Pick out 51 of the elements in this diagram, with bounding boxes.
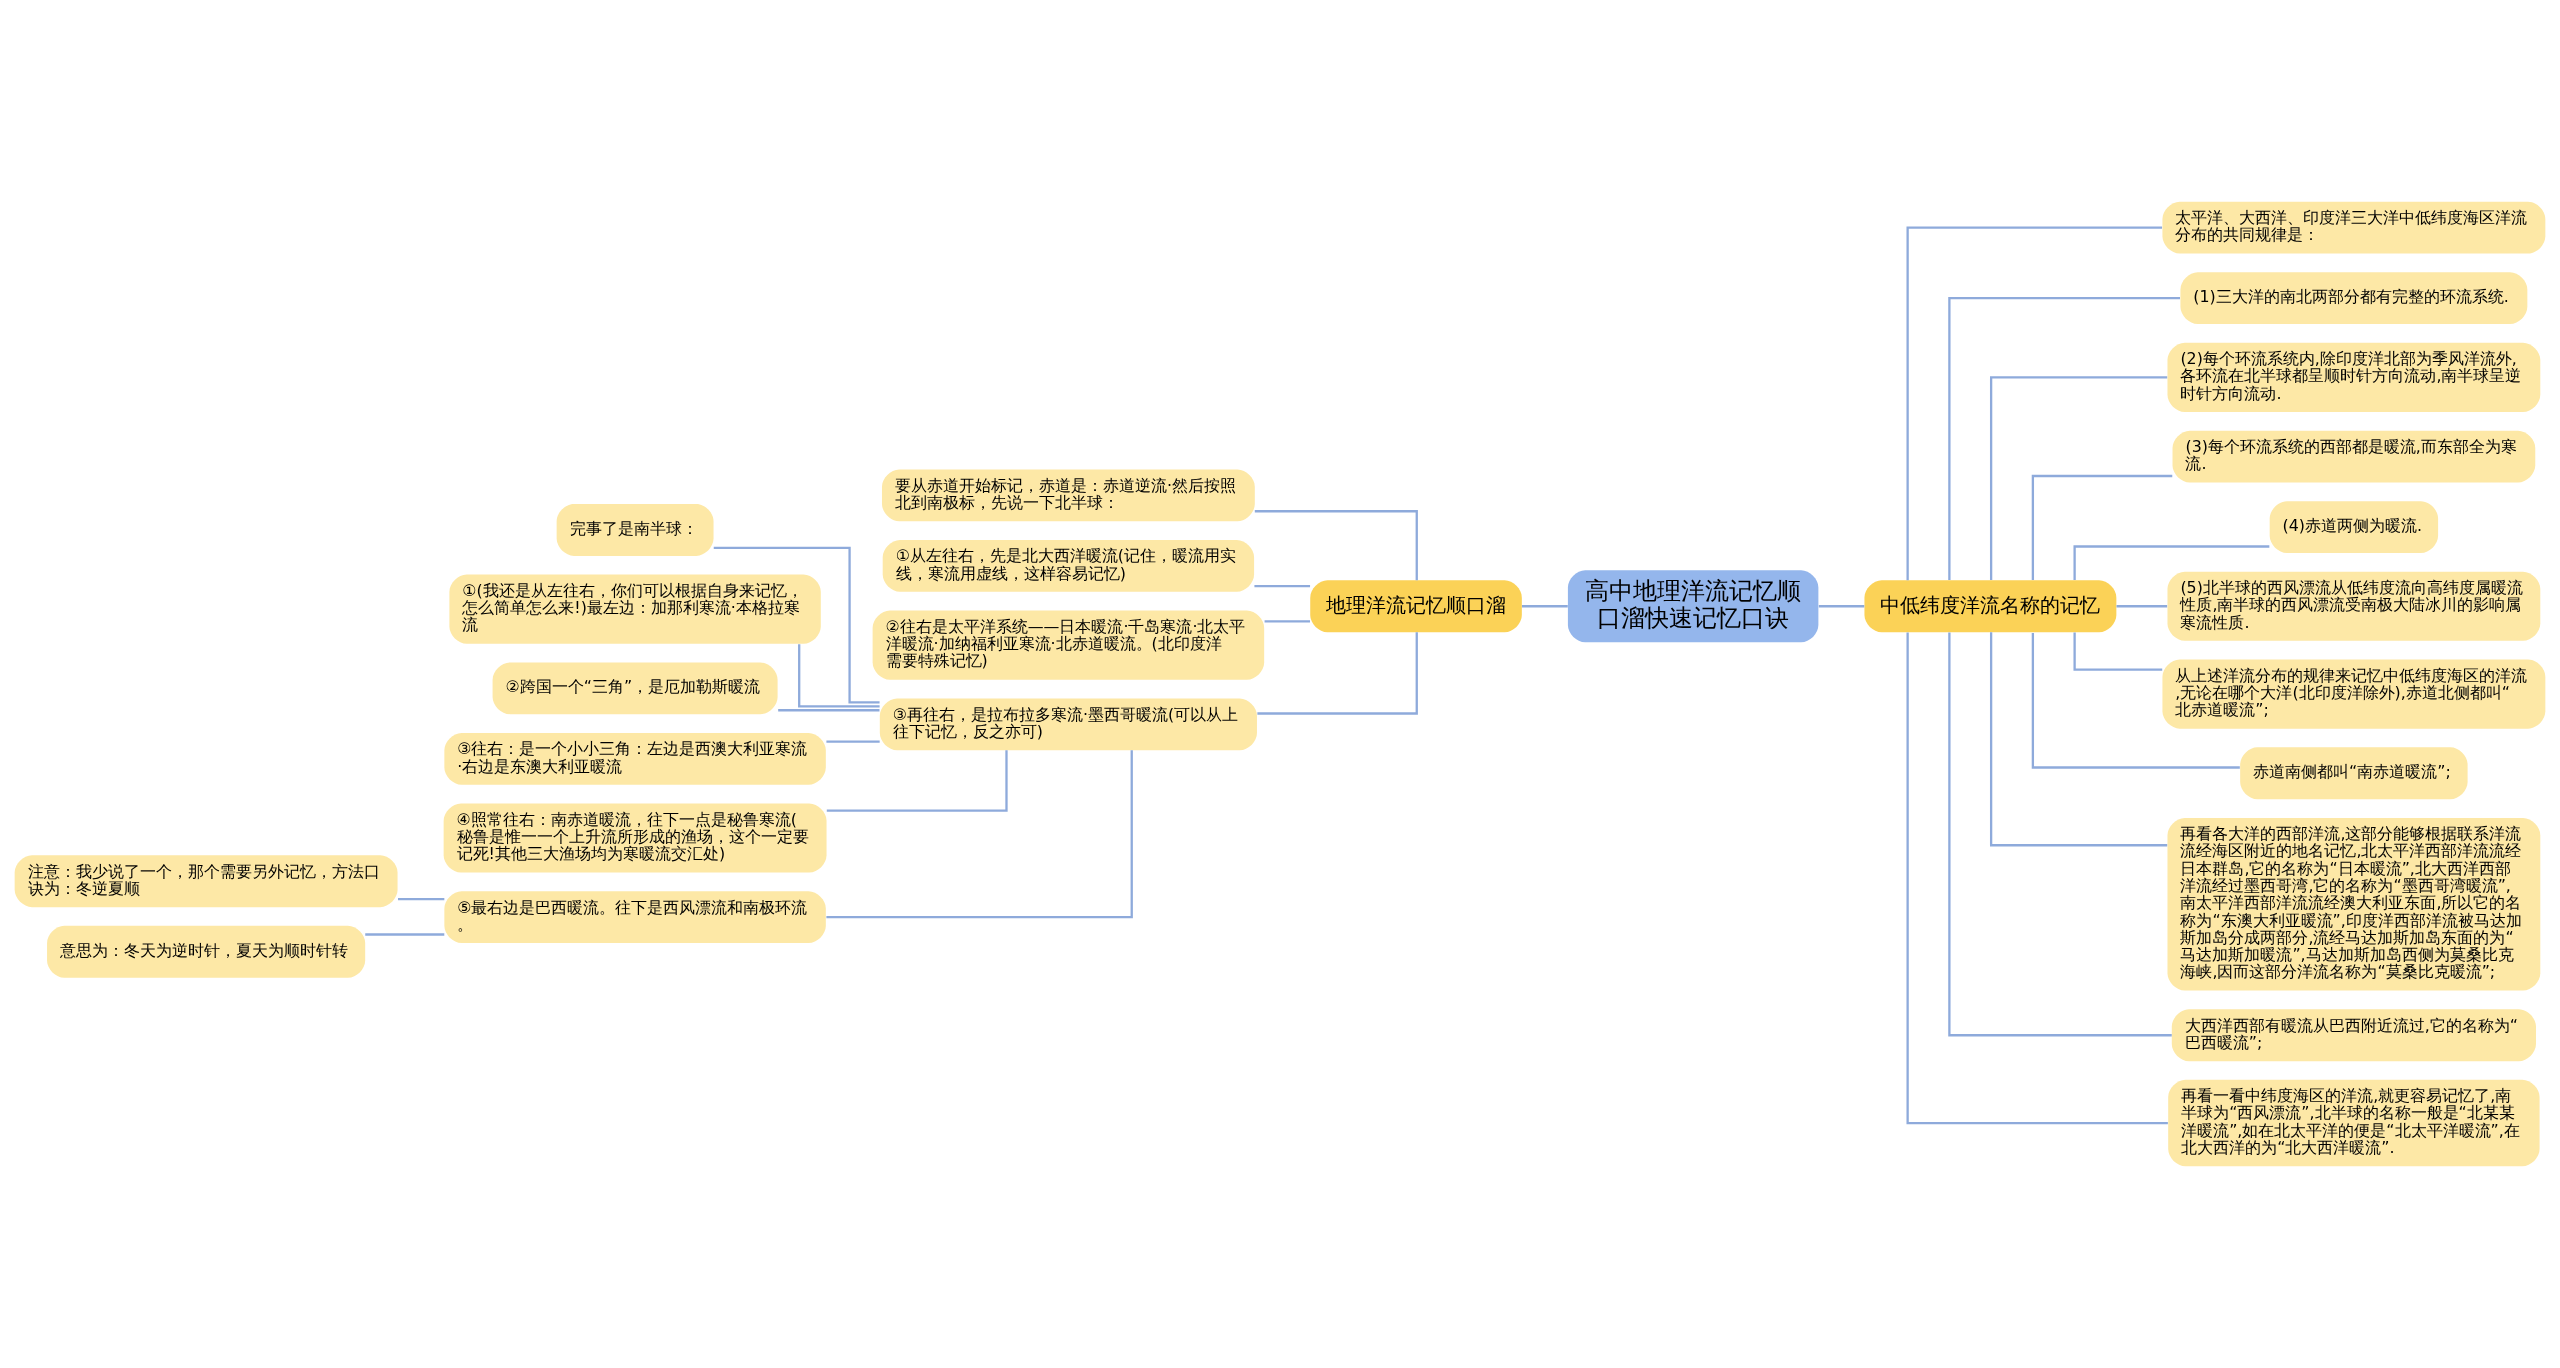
node-box: 意思为：冬天为逆时针，夏天为顺时针转 [47,925,366,978]
connector [365,933,445,936]
connector [826,750,1008,812]
node-box: 再看一看中纬度海区的洋流,就更容易记忆了,南半球为“西风漂流”,北半球的名称一般是“北某某洋暖流”,如在北太平洋的便是“北太平洋暖流”,在北大西洋的为“北大西洋暖流”. [2168,1079,2540,1167]
node-box: 太平洋、大西洋、印度洋三大洋中低纬度海区洋流分布的共同规律是： [2162,201,2546,254]
connector [1948,297,2180,580]
node-box: 中低纬度洋流名称的记忆 [1864,580,2117,633]
node-box: (5)北半球的西风漂流从低纬度流向高纬度属暖流性质,南半球的西风漂流受南极大陆冰川的影响属寒流性质. [2167,571,2541,641]
node-box: ③再往右，是拉布拉多寒流·墨西哥暖流(可以从上往下记忆，反之亦可) [879,698,1257,751]
node-box: 要从赤道开始标记，赤道是：赤道逆流·然后按照北到南极标，先说一下北半球： [881,469,1255,522]
connector [1257,632,1418,715]
node-box: ④照常往右：南赤道暖流，往下一点是秘鲁寒流(秘鲁是惟一一个上升流所形成的渔场，这个一定要记死!其他三大渔场均为寒暖流交汇处) [443,803,827,873]
node-box: ②往右是太平洋系统——日本暖流·千岛寒流·北太平洋暖流·加纳福利亚寒流·北赤道暖流。(北印度洋需要特殊记忆) [872,610,1265,680]
connector [2073,545,2270,580]
node-box: 赤道南侧都叫“南赤道暖流”; [2240,747,2468,800]
connector [1254,584,1311,588]
node-box: 高中地理洋流记忆顺口溜快速记忆口诀 [1567,570,1819,643]
connector [1254,510,1418,581]
node-box: ③往右：是一个小小三角：左边是西澳大利亚寒流·右边是东澳大利亚暖流 [444,732,826,785]
node-box: 注意：我少说了一个，那个需要另外记忆，方法口诀为：冬逆夏顺 [14,855,398,908]
node-box: ①从左往右，先是北大西洋暖流(记住，暖流用实线，寒流用虚线，这样容易记忆) [882,540,1255,592]
node-box: 地理洋流记忆顺口溜 [1310,580,1522,633]
connector [2073,632,2163,671]
connector [2116,605,2168,608]
node-box: ①(我还是从左往右，你们可以根据自身来记忆，怎么简单怎么来!)最左边：加那利寒流·本格拉寒流 [449,574,821,644]
node-box: (1)三大洋的南北两部分都有完整的环流系统. [2180,272,2528,325]
node-box: ⑤最右边是巴西暖流。往下是西风漂流和南极环流。 [444,891,826,944]
node-box: (4)赤道两侧为暖流. [2269,501,2439,553]
node-box: 从上述洋流分布的规律来记忆中低纬度海区的洋流,无论在哪个大洋(北印度洋除外),赤道北侧都叫“北赤道暖流”; [2162,659,2546,729]
connector [1990,376,2168,580]
connector [798,644,880,708]
node-box: 再看各大洋的西部洋流,这部分能够根据联系洋流流经海区附近的地名记忆,北太平洋西部洋流流经日本群岛,它的名称为“日本暖流”,北大西洋西部洋流经过墨西哥湾,它的名称为“墨西哥湾暖流”,南太平洋西部洋流流经澳大利亚东面,所以它的名称为“东澳大利亚暖流”,印度洋西部洋流被马达加斯加岛分成两部分,流经马达加斯加岛东面的为“马达加斯加暖流”,马达加斯加岛西侧为莫桑比克海峡,因而这部分洋流名称为“莫桑比克暖流”; [2167,817,2541,991]
node-box: ②跨国一个“三角”，是厄加勒斯暖流 [492,662,778,715]
connector [713,546,880,704]
connector [826,740,880,743]
connector [2031,632,2240,769]
connector [1906,632,2168,1125]
node-box: 大西洋西部有暖流从巴西附近流过,它的名称为“巴西暖流”; [2171,1009,2536,1062]
connector [1948,632,2172,1037]
connector [1264,620,1310,623]
connector [1990,632,2168,847]
connector [778,709,880,712]
connector [826,750,1133,919]
node-box: (3)每个环流系统的西部都是暖流,而东部全为寒流. [2172,430,2536,483]
node-box: 完事了是南半球： [556,504,714,556]
connector [2031,474,2173,580]
connector [398,898,445,901]
node-box: (2)每个环流系统内,除印度洋北部为季风洋流外,各环流在北半球都呈顺时针方向流动,南半球呈逆时针方向流动. [2167,342,2541,412]
connector [1906,226,2163,581]
connector [1818,605,1865,608]
connector [1522,605,1568,608]
